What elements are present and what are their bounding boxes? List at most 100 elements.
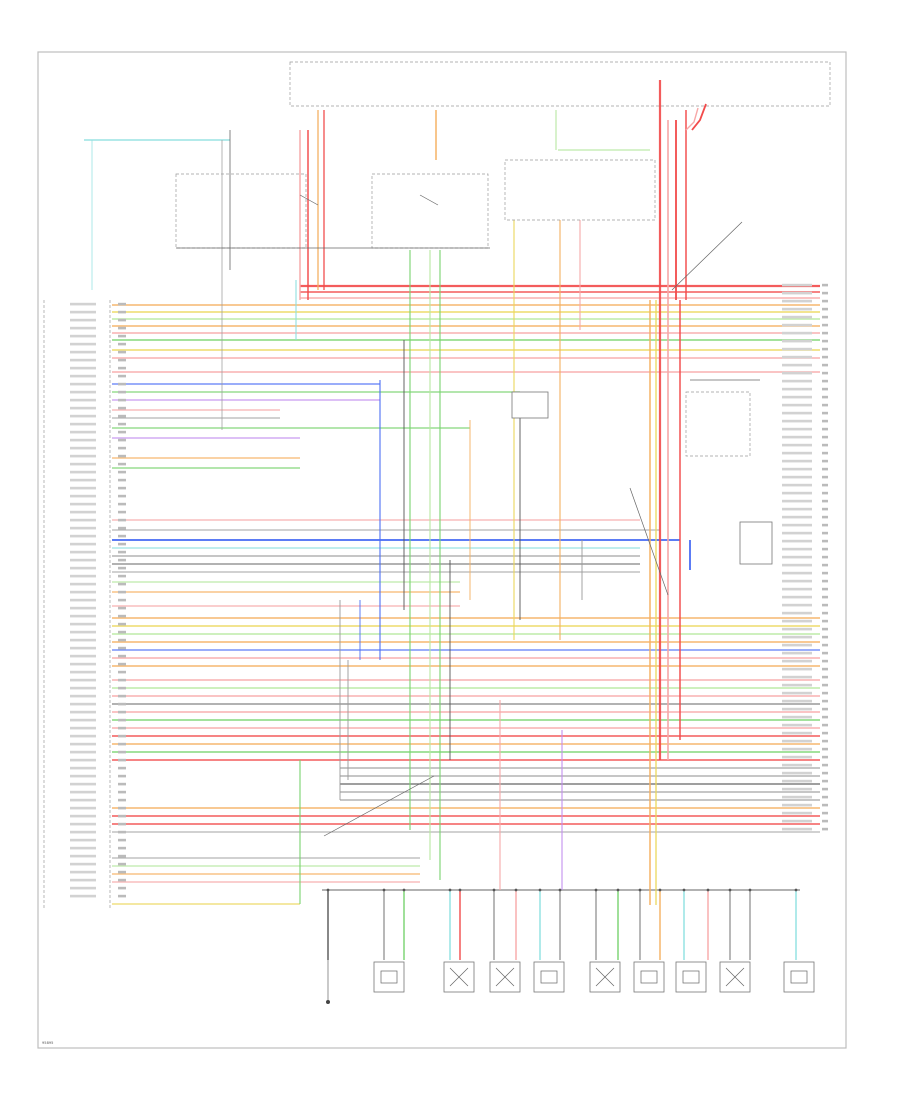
right-label-366 bbox=[782, 363, 812, 367]
right-label-582 bbox=[782, 579, 812, 583]
pin-mark-545 bbox=[118, 542, 126, 546]
wire-labels: 95895 bbox=[42, 283, 828, 1045]
right-pin-326 bbox=[822, 323, 828, 327]
right-label-774 bbox=[782, 771, 812, 775]
right-pin-742 bbox=[822, 739, 828, 743]
leader-lines bbox=[323, 221, 760, 837]
pin-mark-417 bbox=[118, 414, 126, 418]
right-pin-758 bbox=[822, 755, 828, 759]
pin-mark-657 bbox=[118, 654, 126, 658]
pin-name-681 bbox=[70, 678, 96, 682]
pin-name-417 bbox=[70, 414, 96, 418]
pin-name-481 bbox=[70, 478, 96, 482]
right-pin-630 bbox=[822, 627, 828, 631]
right-label-318 bbox=[782, 315, 812, 319]
pin-name-881 bbox=[70, 878, 96, 882]
pin-name-673 bbox=[70, 670, 96, 674]
pin-mark-897 bbox=[118, 894, 126, 898]
right-pin-286 bbox=[822, 283, 828, 287]
right-label-358 bbox=[782, 355, 812, 359]
pin-mark-785 bbox=[118, 782, 126, 786]
pin-mark-777 bbox=[118, 774, 126, 778]
right-pin-446 bbox=[822, 443, 828, 447]
right-label-390 bbox=[782, 387, 812, 391]
pin-mark-753 bbox=[118, 750, 126, 754]
pin-mark-433 bbox=[118, 430, 126, 434]
right-pin-614 bbox=[822, 611, 828, 615]
injector-inner-6 bbox=[682, 970, 700, 984]
right-pin-686 bbox=[822, 683, 828, 687]
pin-name-857 bbox=[70, 854, 96, 858]
pin-name-393 bbox=[70, 390, 96, 394]
right-label-302 bbox=[782, 299, 812, 303]
injector-box-6 bbox=[675, 961, 707, 993]
right-label-374 bbox=[782, 371, 812, 375]
splice-10 bbox=[616, 888, 620, 892]
right-label-782 bbox=[782, 779, 812, 783]
right-label-606 bbox=[782, 603, 812, 607]
right-label-638 bbox=[782, 635, 812, 639]
right-label-654 bbox=[782, 651, 812, 655]
pin-name-497 bbox=[70, 494, 96, 498]
right-pin-806 bbox=[822, 803, 828, 807]
right-pin-694 bbox=[822, 691, 828, 695]
pin-name-601 bbox=[70, 598, 96, 602]
pin-name-353 bbox=[70, 350, 96, 354]
pin-name-737 bbox=[70, 734, 96, 738]
pin-mark-697 bbox=[118, 694, 126, 698]
right-pin-406 bbox=[822, 403, 828, 407]
right-label-510 bbox=[782, 507, 812, 511]
pin-mark-737 bbox=[118, 734, 126, 738]
wire-diag-pink bbox=[685, 107, 699, 131]
pin-mark-393 bbox=[118, 390, 126, 394]
pin-name-721 bbox=[70, 718, 96, 722]
right-label-350 bbox=[782, 347, 812, 351]
pin-name-777 bbox=[70, 774, 96, 778]
right-label-742 bbox=[782, 739, 812, 743]
right-pin-662 bbox=[822, 659, 828, 663]
figure-id: 95895 bbox=[42, 1041, 53, 1045]
right-label-702 bbox=[782, 699, 812, 703]
right-pin-462 bbox=[822, 459, 828, 463]
pin-mark-537 bbox=[118, 534, 126, 538]
pin-mark-465 bbox=[118, 462, 126, 466]
right-label-438 bbox=[782, 435, 812, 439]
pin-mark-873 bbox=[118, 870, 126, 874]
right-pin-798 bbox=[822, 795, 828, 799]
right-pin-510 bbox=[822, 507, 828, 511]
right-pin-566 bbox=[822, 563, 828, 567]
right-pin-374 bbox=[822, 371, 828, 375]
pin-name-753 bbox=[70, 750, 96, 754]
pin-name-817 bbox=[70, 814, 96, 818]
right-label-758 bbox=[782, 755, 812, 759]
right-label-726 bbox=[782, 723, 812, 727]
pin-mark-841 bbox=[118, 838, 126, 842]
injector-box-0 bbox=[373, 961, 405, 993]
pin-name-521 bbox=[70, 518, 96, 522]
pin-mark-809 bbox=[118, 806, 126, 810]
right-pin-398 bbox=[822, 395, 828, 399]
right-label-462 bbox=[782, 459, 812, 463]
right-label-486 bbox=[782, 483, 812, 487]
right-pin-526 bbox=[822, 523, 828, 527]
pin-mark-521 bbox=[118, 518, 126, 522]
pin-name-761 bbox=[70, 758, 96, 762]
right-pin-726 bbox=[822, 723, 828, 727]
pin-mark-865 bbox=[118, 862, 126, 866]
pin-name-801 bbox=[70, 798, 96, 802]
pin-name-313 bbox=[70, 310, 96, 314]
pin-name-897 bbox=[70, 894, 96, 898]
pin-mark-601 bbox=[118, 598, 126, 602]
injector-box-5 bbox=[633, 961, 665, 993]
pin-mark-329 bbox=[118, 326, 126, 330]
horizontal-wires bbox=[84, 139, 820, 905]
relay-switches bbox=[175, 159, 773, 565]
pin-name-369 bbox=[70, 366, 96, 370]
right-label-430 bbox=[782, 427, 812, 431]
pin-mark-889 bbox=[118, 886, 126, 890]
right-label-470 bbox=[782, 467, 812, 471]
right-label-534 bbox=[782, 531, 812, 535]
pin-name-769 bbox=[70, 766, 96, 770]
right-pin-494 bbox=[822, 491, 828, 495]
pin-name-321 bbox=[70, 318, 96, 322]
